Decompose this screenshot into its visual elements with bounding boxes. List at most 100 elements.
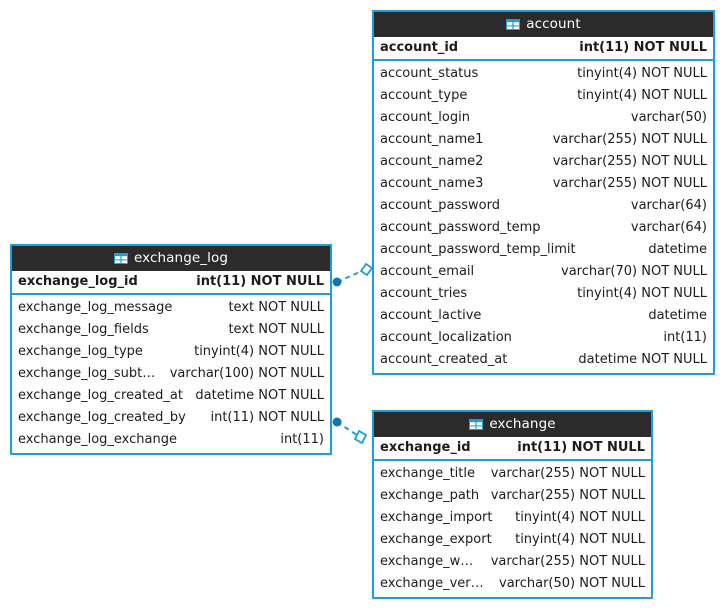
table-row[interactable]: exchange_title varchar(255) NOT NULL <box>374 463 651 485</box>
field-type: datetime <box>648 308 707 323</box>
field-name: account_name2 <box>380 154 484 169</box>
field-type: varchar(255) NOT NULL <box>552 176 707 191</box>
entity-exchange-log[interactable]: exchange_log exchange_log_id int(11) NOT… <box>10 244 332 455</box>
field-name: account_name1 <box>380 132 484 147</box>
field-type: int(11) NOT NULL <box>196 274 324 289</box>
field-type: int(11) <box>280 432 324 447</box>
entity-exchange-header: exchange <box>374 412 651 437</box>
entity-account[interactable]: account account_id int(11) NOT NULL acco… <box>372 10 715 375</box>
field-name: account_status <box>380 66 479 81</box>
field-name: account_password <box>380 198 501 213</box>
entity-exchange-title: exchange <box>489 416 556 432</box>
table-row[interactable]: account_localization int(11) <box>374 327 713 349</box>
relationship-dot-marker <box>332 277 342 287</box>
field-name: account_type <box>380 88 468 103</box>
entity-exchange-log-title: exchange_log <box>133 250 229 266</box>
table-row[interactable]: account_lactive datetime <box>374 305 713 327</box>
field-type: datetime NOT NULL <box>195 388 324 403</box>
relationship-line <box>336 421 361 438</box>
table-row[interactable]: account_password_temp varchar(64) <box>374 217 713 239</box>
field-type: varchar(70) NOT NULL <box>561 264 707 279</box>
entity-exchange-log-fields: exchange_log_message text NOT NULL excha… <box>12 295 330 453</box>
field-name: exchange_log_created_by <box>18 410 186 425</box>
table-row[interactable]: exchange_path varchar(255) NOT NULL <box>374 485 651 507</box>
field-type: varchar(255) NOT NULL <box>490 488 645 503</box>
entity-exchange-log-primary-key: exchange_log_id int(11) NOT NULL <box>12 271 330 295</box>
field-name: account_lactive <box>380 308 482 323</box>
relationship-exchange-log-exchange <box>332 417 368 445</box>
table-row[interactable]: exchange_log_subtype varchar(100) NOT NU… <box>12 363 330 385</box>
relationship-diamond-marker <box>359 262 374 277</box>
table-row[interactable]: account_name2 varchar(255) NOT NULL <box>374 151 713 173</box>
relationship-diamond-marker <box>353 429 368 445</box>
entity-exchange[interactable]: exchange exchange_id int(11) NOT NULL ex… <box>372 410 653 599</box>
field-type: int(11) NOT NULL <box>210 410 324 425</box>
table-row[interactable]: account_type tinyint(4) NOT NULL <box>374 85 713 107</box>
field-name: exchange_log_exchange <box>18 432 177 447</box>
field-type: varchar(64) <box>630 198 707 213</box>
table-icon <box>506 19 521 30</box>
table-row[interactable]: exchange_log_id int(11) NOT NULL <box>12 271 330 293</box>
table-row[interactable]: account_name1 varchar(255) NOT NULL <box>374 129 713 151</box>
table-row[interactable]: account_name3 varchar(255) NOT NULL <box>374 173 713 195</box>
relationship-line <box>336 270 363 283</box>
field-name: exchange_title <box>380 466 475 481</box>
field-name: account_tries <box>380 286 468 301</box>
field-type: varchar(100) NOT NULL <box>169 366 324 381</box>
table-row[interactable]: account_password varchar(64) <box>374 195 713 217</box>
field-type: varchar(50) NOT NULL <box>499 576 645 591</box>
table-row[interactable]: exchange_log_type tinyint(4) NOT NULL <box>12 341 330 363</box>
field-name: account_password_temp_limit <box>380 242 576 257</box>
table-row[interactable]: exchange_id int(11) NOT NULL <box>374 437 651 459</box>
field-type: varchar(255) NOT NULL <box>490 554 645 569</box>
entity-exchange-log-header: exchange_log <box>12 246 330 271</box>
table-row[interactable]: account_status tinyint(4) NOT NULL <box>374 63 713 85</box>
field-name: exchange_path <box>380 488 480 503</box>
table-row[interactable]: exchange_log_fields text NOT NULL <box>12 319 330 341</box>
relationship-dot-marker <box>332 417 342 427</box>
table-row[interactable]: account_id int(11) NOT NULL <box>374 37 713 59</box>
field-type: int(11) NOT NULL <box>517 440 645 455</box>
table-row[interactable]: exchange_version varchar(50) NOT NULL <box>374 573 651 595</box>
field-type: tinyint(4) NOT NULL <box>577 286 707 301</box>
relationship-exchange-log-account <box>332 262 374 287</box>
table-row[interactable]: exchange_log_created_by int(11) NOT NULL <box>12 407 330 429</box>
table-row[interactable]: exchange_log_exchange int(11) <box>12 429 330 451</box>
field-type: tinyint(4) NOT NULL <box>577 88 707 103</box>
table-icon <box>113 253 128 264</box>
field-type: varchar(50) <box>630 110 707 125</box>
table-row[interactable]: account_created_at datetime NOT NULL <box>374 349 713 371</box>
field-type: varchar(255) NOT NULL <box>552 154 707 169</box>
field-type: text NOT NULL <box>228 300 324 315</box>
table-icon <box>469 419 484 430</box>
table-row[interactable]: account_email varchar(70) NOT NULL <box>374 261 713 283</box>
field-name: exchange_log_message <box>18 300 173 315</box>
table-row[interactable]: exchange_log_created_at datetime NOT NUL… <box>12 385 330 407</box>
field-name: account_name3 <box>380 176 484 191</box>
field-name: exchange_log_subtype <box>18 366 160 381</box>
table-row[interactable]: exchange_log_message text NOT NULL <box>12 297 330 319</box>
field-name: exchange_export <box>380 532 492 547</box>
table-row[interactable]: account_password_temp_limit datetime <box>374 239 713 261</box>
entity-account-title: account <box>526 16 581 32</box>
table-row[interactable]: exchange_export tinyint(4) NOT NULL <box>374 529 651 551</box>
field-type: varchar(255) NOT NULL <box>552 132 707 147</box>
field-name: account_created_at <box>380 352 508 367</box>
entity-exchange-fields: exchange_title varchar(255) NOT NULL exc… <box>374 461 651 597</box>
field-name: exchange_log_fields <box>18 322 149 337</box>
entity-exchange-primary-key: exchange_id int(11) NOT NULL <box>374 437 651 461</box>
field-type: text NOT NULL <box>228 322 324 337</box>
field-type: datetime NOT NULL <box>578 352 707 367</box>
table-row[interactable]: exchange_import tinyint(4) NOT NULL <box>374 507 651 529</box>
table-row[interactable]: exchange_website varchar(255) NOT NULL <box>374 551 651 573</box>
entity-account-header: account <box>374 12 713 37</box>
table-row[interactable]: account_login varchar(50) <box>374 107 713 129</box>
field-type: int(11) <box>663 330 707 345</box>
field-name: exchange_log_id <box>18 274 138 289</box>
field-type: tinyint(4) NOT NULL <box>194 344 324 359</box>
field-type: tinyint(4) NOT NULL <box>577 66 707 81</box>
field-type: varchar(64) <box>630 220 707 235</box>
field-type: varchar(255) NOT NULL <box>490 466 645 481</box>
field-name: exchange_log_created_at <box>18 388 183 403</box>
table-row[interactable]: account_tries tinyint(4) NOT NULL <box>374 283 713 305</box>
